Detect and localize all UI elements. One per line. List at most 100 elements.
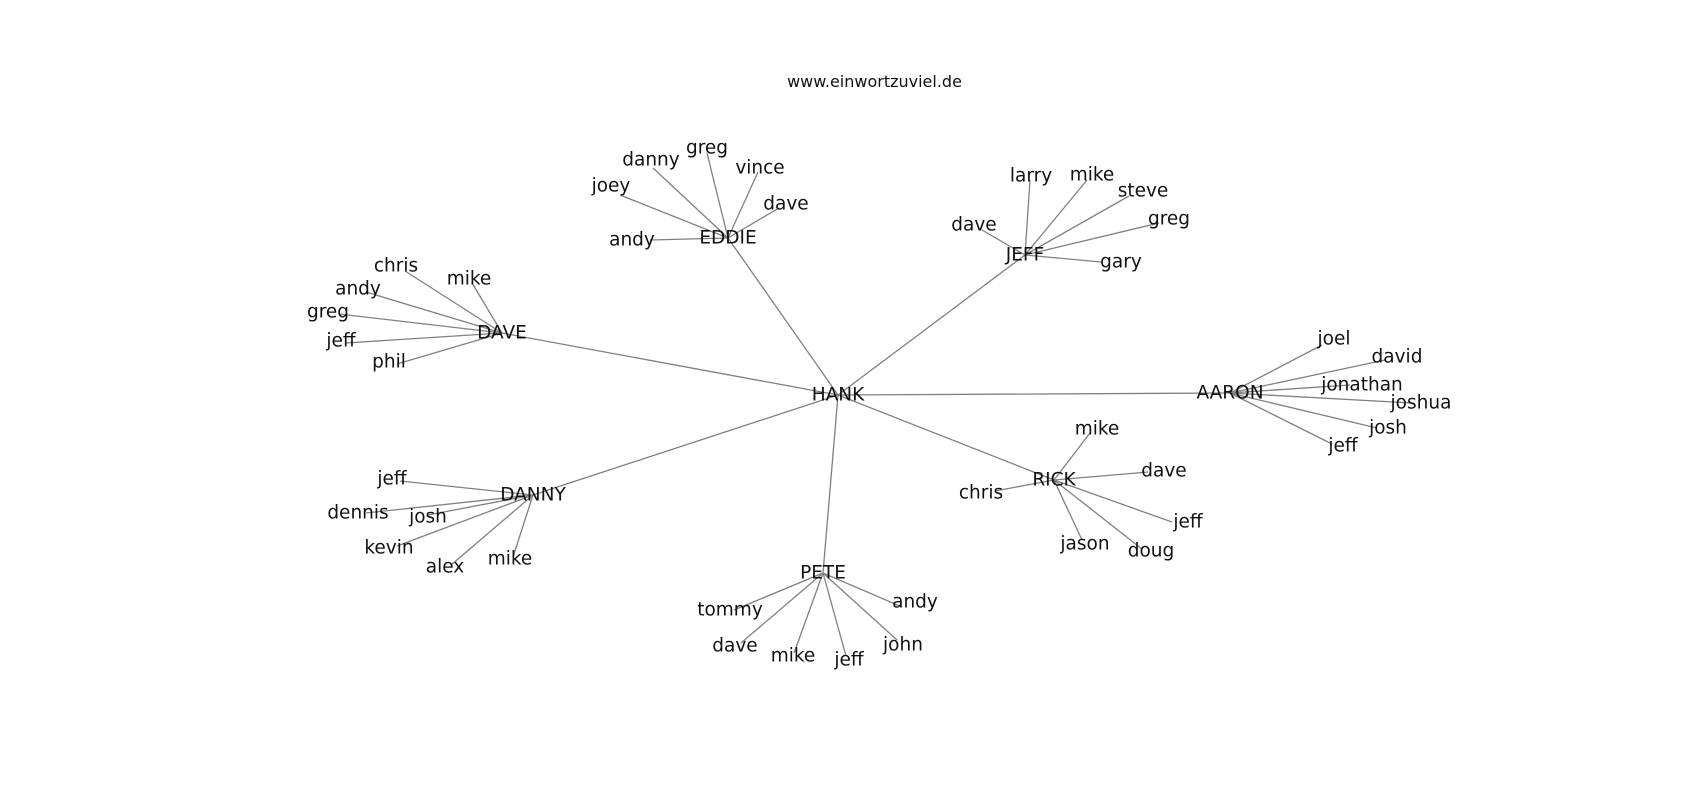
node-danny-jeff: jeff [376, 469, 408, 490]
node-danny-josh: josh [408, 507, 447, 528]
edge-dave-mike [471, 282, 503, 334]
edge-dave-andy [365, 291, 503, 334]
node-dave: DAVE [477, 323, 527, 344]
node-rick: RICK [1032, 470, 1076, 491]
node-danny-mike: mike [488, 549, 533, 570]
edge-aaron-david [1229, 359, 1386, 394]
edge-root-danny [532, 394, 839, 496]
edge-rick-dave [1053, 471, 1149, 481]
edge-root-rick [837, 394, 1055, 481]
edge-danny-kevin [396, 494, 534, 547]
edge-eddie-andy [649, 237, 729, 241]
node-jeff-gary: gary [1100, 252, 1142, 273]
edge-eddie-joey [619, 194, 729, 239]
node-aaron-david: david [1372, 347, 1423, 368]
node-danny-dennis: dennis [327, 503, 388, 524]
node-rick-doug: doug [1128, 541, 1175, 562]
edge-dave-chris [404, 270, 503, 334]
edge-rick-jeff [1053, 479, 1173, 523]
edge-eddie-greg [706, 152, 729, 239]
edge-aaron-jeff [1229, 392, 1333, 445]
edge-dave-jeff [345, 332, 503, 344]
node-eddie-dave: dave [763, 194, 808, 215]
node-aaron-jonathan: jonathan [1320, 375, 1403, 396]
node-jeff: JEFF [1005, 245, 1044, 266]
node-danny: DANNY [500, 485, 566, 506]
node-dave-andy: andy [335, 279, 381, 300]
node-aaron: AARON [1196, 383, 1263, 404]
edge-jeff-larry [1024, 179, 1031, 256]
edge-dave-phil [396, 332, 503, 365]
node-pete-dave: dave [712, 636, 757, 657]
node-dave-greg: greg [307, 302, 349, 323]
graph-edges [338, 152, 1413, 657]
node-dave-mike: mike [447, 269, 492, 290]
node-dave-jeff: jeff [325, 331, 357, 352]
edge-root-aaron [837, 392, 1231, 396]
node-jeff-mike: mike [1070, 165, 1115, 186]
edge-jeff-mike [1024, 179, 1088, 256]
edge-rick-jason [1053, 479, 1083, 541]
node-jeff-steve: steve [1118, 181, 1169, 202]
edge-pete-jeff [822, 572, 847, 657]
edge-eddie-danny [652, 167, 729, 239]
node-eddie-vince: vince [735, 158, 784, 179]
node-eddie-danny: danny [622, 150, 680, 171]
edge-eddie-vince [727, 171, 759, 239]
edge-jeff-steve [1024, 195, 1130, 256]
edge-jeff-dave [981, 229, 1026, 256]
node-pete-john: john [882, 635, 923, 656]
edge-root-pete [822, 394, 839, 574]
node-pete-mike: mike [771, 646, 816, 667]
node-eddie-joey: joey [591, 176, 631, 197]
node-pete: PETE [800, 563, 846, 584]
node-jeff-larry: larry [1010, 166, 1052, 187]
node-aaron-jeff: jeff [1327, 436, 1359, 457]
node-eddie-greg: greg [686, 138, 728, 159]
node-jeff-greg: greg [1148, 209, 1190, 230]
page-title: www.einwortzuviel.de [787, 72, 962, 91]
edge-pete-dave [740, 572, 824, 644]
node-pete-jeff: jeff [833, 650, 865, 671]
node-rick-chris: chris [959, 483, 1003, 504]
edge-aaron-joel [1229, 344, 1323, 394]
edge-eddie-dave [727, 207, 780, 239]
node-eddie: EDDIE [699, 228, 756, 249]
edge-rick-doug [1053, 479, 1143, 550]
node-rick-mike: mike [1075, 419, 1120, 440]
node-aaron-joel: joel [1317, 329, 1351, 350]
edge-danny-alex [450, 494, 534, 566]
node-root: HANK [812, 385, 865, 406]
edge-rick-mike [1053, 432, 1091, 481]
node-eddie-andy: andy [609, 230, 655, 251]
node-aaron-joshua: joshua [1390, 393, 1452, 414]
edge-dave-greg [338, 313, 503, 334]
edge-jeff-gary [1024, 254, 1102, 263]
edge-root-jeff [837, 254, 1026, 396]
edge-pete-tommy [733, 572, 824, 611]
graph-labels: HANKEDDIEandyjoeydannygregvincedaveJEFFd… [307, 138, 1451, 671]
edge-danny-jeff [399, 480, 534, 496]
edge-danny-dennis [365, 494, 534, 514]
edge-pete-mike [793, 572, 824, 654]
node-pete-andy: andy [892, 592, 938, 613]
edge-root-eddie [727, 237, 839, 396]
edge-pete-john [822, 572, 898, 641]
edge-jeff-greg [1024, 222, 1160, 256]
edge-danny-josh [427, 494, 534, 516]
node-dave-chris: chris [374, 256, 418, 277]
edge-aaron-joshua [1229, 392, 1413, 404]
node-jeff-dave: dave [951, 215, 996, 236]
node-pete-tommy: tommy [697, 600, 763, 621]
node-danny-kevin: kevin [364, 538, 413, 559]
edge-root-dave [501, 332, 839, 396]
node-dave-phil: phil [372, 352, 406, 373]
node-rick-jason: jason [1059, 534, 1109, 555]
node-aaron-josh: josh [1368, 418, 1407, 439]
edge-pete-andy [822, 572, 903, 608]
node-danny-alex: alex [426, 557, 465, 578]
node-rick-dave: dave [1141, 461, 1186, 482]
edge-rick-chris [994, 479, 1055, 492]
edge-aaron-jonathan [1229, 384, 1351, 394]
